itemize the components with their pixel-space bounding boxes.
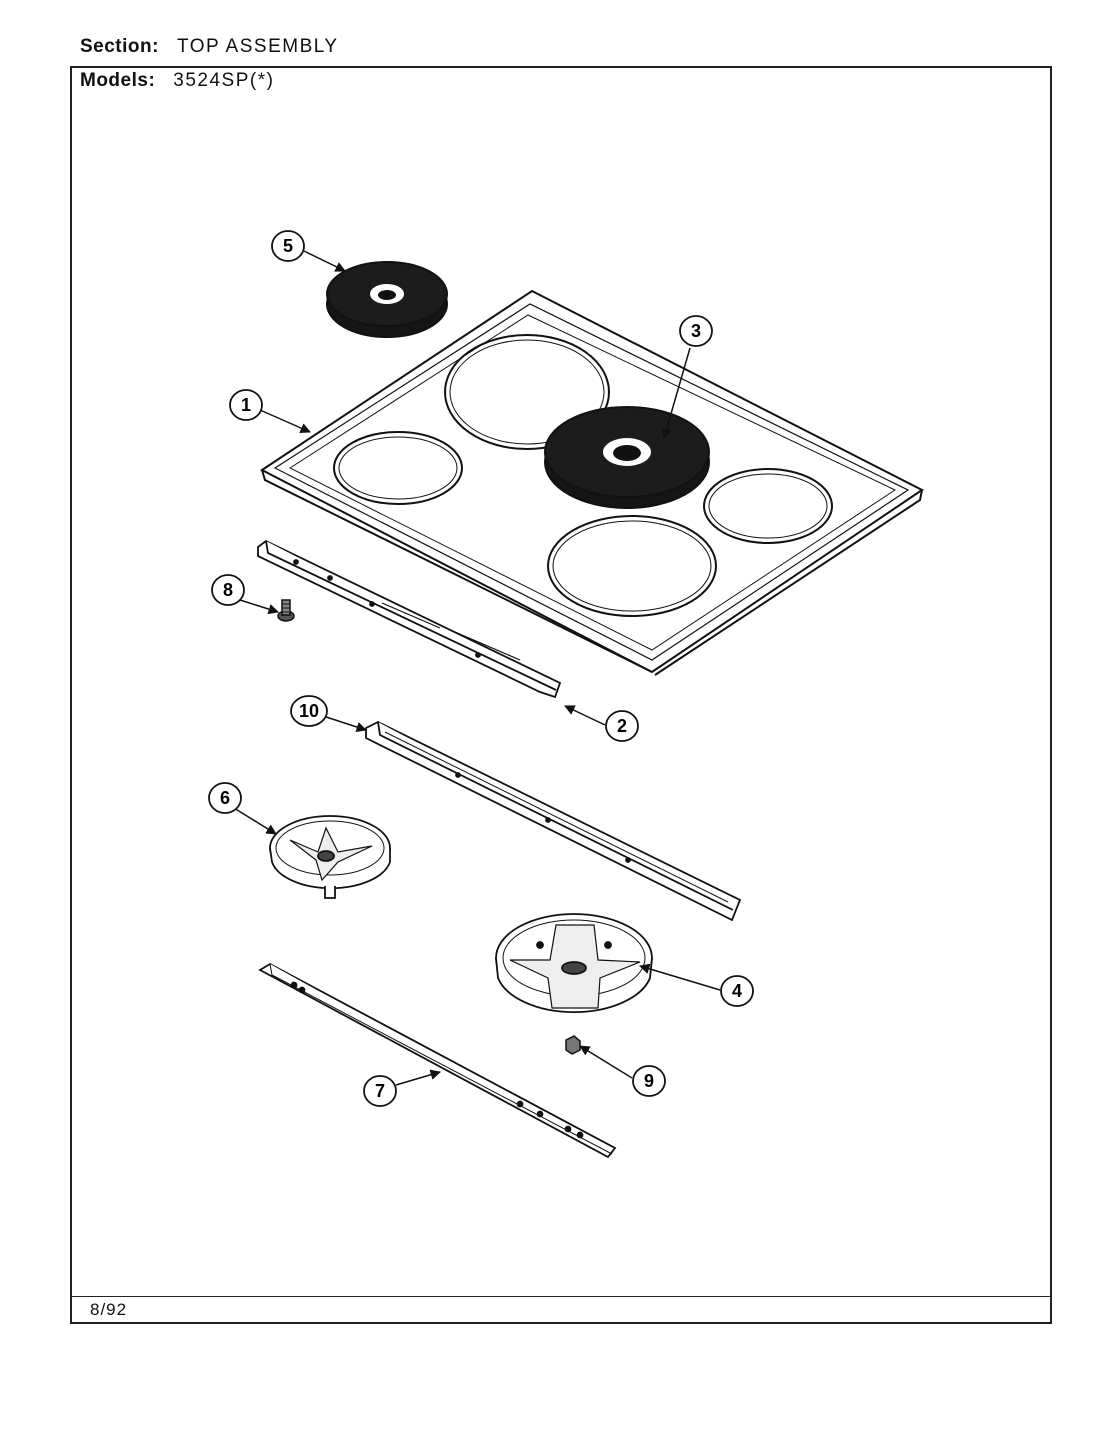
models-label: Models: — [80, 70, 156, 91]
callout-5: 5 — [271, 230, 305, 262]
section-label: Section: — [80, 36, 159, 57]
screw-part — [277, 599, 295, 622]
diagram-frame — [70, 66, 1052, 1324]
callout-9: 9 — [632, 1065, 666, 1097]
svg-text:3: 3 — [691, 321, 701, 341]
small-surface-element-part — [326, 261, 448, 338]
callout-3: 3 — [679, 315, 713, 347]
svg-text:6: 6 — [220, 788, 230, 808]
callout-4: 4 — [720, 975, 754, 1007]
svg-text:8: 8 — [223, 580, 233, 600]
svg-text:4: 4 — [732, 981, 742, 1001]
front-bracket-part — [257, 539, 562, 699]
small-support-pan-part — [269, 815, 391, 899]
svg-text:1: 1 — [241, 395, 251, 415]
models-value: 3524SP(*) — [173, 70, 275, 91]
footer-divider — [72, 1296, 1050, 1297]
footer-date: 8/92 — [90, 1300, 128, 1319]
models-heading: Models: 3524SP(*) — [80, 70, 274, 92]
callout-6: 6 — [208, 782, 242, 814]
channel-strip-part — [365, 720, 742, 922]
large-surface-element-part — [544, 406, 710, 509]
callout-8: 8 — [211, 574, 245, 606]
callout-10: 10 — [290, 695, 328, 727]
svg-text:10: 10 — [299, 701, 319, 721]
rear-strip-part — [258, 962, 617, 1159]
section-value: TOP ASSEMBLY — [176, 36, 339, 57]
nut-part — [565, 1035, 581, 1055]
large-support-pan-part — [495, 913, 653, 1013]
callout-2: 2 — [605, 710, 639, 742]
svg-text:2: 2 — [617, 716, 627, 736]
callout-1: 1 — [229, 389, 263, 421]
svg-text:7: 7 — [375, 1081, 385, 1101]
svg-text:5: 5 — [283, 236, 293, 256]
callout-leaders — [233, 250, 721, 1086]
section-heading: Section: TOP ASSEMBLY — [80, 36, 339, 58]
callout-7: 7 — [363, 1075, 397, 1107]
svg-text:9: 9 — [644, 1071, 654, 1091]
